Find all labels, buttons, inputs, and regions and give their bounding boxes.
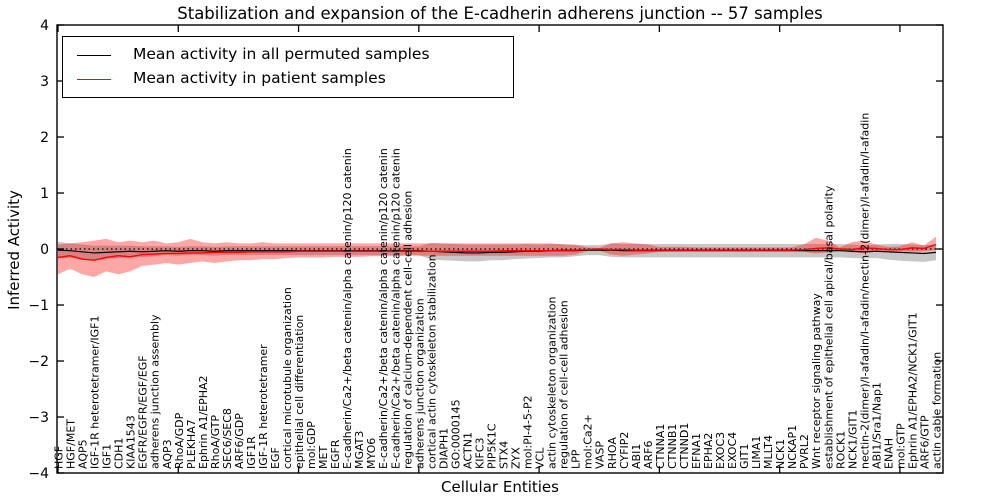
- x-tick-label: NCK1: [774, 439, 787, 469]
- x-tick-label: ARF6: [642, 441, 655, 470]
- x-tick-label: adherens junction assembly: [149, 314, 162, 469]
- x-tick-label: ARF6/GTP: [918, 415, 931, 469]
- chart-title: Stabilization and expansion of the E-cad…: [177, 4, 823, 23]
- x-tick-label: EGFR/EGFR/EGF/EGF: [137, 355, 150, 469]
- x-tick-label: HGF/MET: [65, 419, 78, 469]
- x-tick-label: MET: [317, 446, 330, 469]
- x-tick-label: PVRL2: [798, 434, 811, 469]
- x-tick-label: ZYX: [510, 447, 523, 469]
- x-tick-label: ABI1/Sra1/Nap1: [870, 382, 883, 469]
- y-tick-label: −4: [28, 466, 49, 482]
- x-tick-label: mol:PI-4-5-P2: [522, 395, 535, 469]
- x-tick-label: EXOC3: [714, 432, 727, 469]
- x-tick-label: AQP5: [77, 439, 90, 469]
- x-tick-label: mol:Ca2+: [582, 414, 595, 469]
- x-tick-label: establishment of epithelial cell apical/…: [822, 185, 835, 469]
- x-tick-label: MYO6: [365, 438, 378, 469]
- x-tick-label: ROCK1: [834, 431, 847, 469]
- x-tick-label: RHOA: [606, 437, 619, 469]
- x-tick-label: IGF-1R heterotetramer: [257, 344, 270, 469]
- legend-label-patient: Mean activity in patient samples: [133, 69, 386, 88]
- permuted-line-swatch: [77, 54, 111, 56]
- x-tick-label: RhoA/GTP: [209, 415, 222, 469]
- y-axis-label: Inferred Activity: [5, 190, 23, 310]
- y-tick-label: −3: [28, 410, 49, 426]
- x-tick-label: SEC6/SEC8: [221, 408, 234, 469]
- x-tick-label: mol:GDP: [305, 421, 318, 469]
- x-tick-label: Wnt receptor signaling pathway: [810, 293, 823, 469]
- x-tick-label: E-cadherin/Ca2+/beta catenin/alpha caten…: [341, 148, 354, 469]
- patient-mean-line: [57, 243, 937, 261]
- x-tick-label: mol:GTP: [894, 423, 907, 469]
- legend-row-patient: Mean activity in patient samples: [77, 71, 513, 87]
- x-tick-label: PIP5K1C: [485, 423, 498, 469]
- x-tick-label: adherens junction organization: [413, 298, 426, 469]
- x-axis-label: Cellular Entities: [441, 478, 559, 496]
- y-tick-label: 2: [40, 130, 49, 146]
- legend-label-permuted: Mean activity in all permuted samples: [133, 45, 430, 64]
- y-tick-label: 3: [40, 74, 49, 90]
- x-tick-label: LIMA1: [750, 436, 763, 469]
- x-tick-label: LPP: [570, 449, 583, 469]
- x-tick-label: Ephrin A1/EPHA2/NCK1/GIT1: [906, 312, 919, 469]
- x-tick-label: KIFC3: [473, 438, 486, 469]
- x-tick-label: EGF: [269, 447, 282, 469]
- x-tick-label: EPHA2: [702, 433, 715, 469]
- x-tick-label: actin cytoskeleton organization: [546, 297, 559, 469]
- x-tick-label: EXOC4: [726, 432, 739, 469]
- x-tick-label: IGF-1R heterotetramer/IGF1: [89, 316, 102, 470]
- y-tick-label: 1: [40, 186, 49, 202]
- x-tick-label: ARF6/GDP: [233, 413, 246, 469]
- x-tick-label: nectin-2(dimer)/I-afadin/I-afadin/nectin…: [858, 113, 871, 469]
- x-tick-label: MGAT3: [353, 431, 366, 469]
- x-tick-label: VASP: [594, 441, 607, 469]
- x-tick-label: CYFIP2: [618, 432, 631, 469]
- x-tick-label: CTNNA1: [654, 424, 667, 469]
- x-tick-label: GO:0000145: [449, 399, 462, 469]
- x-tick-label: KIAA1543: [125, 415, 138, 469]
- x-tick-label: CTNNB1: [666, 424, 679, 469]
- y-tick-label: 0: [40, 242, 49, 258]
- x-tick-label: HGF: [53, 446, 66, 469]
- x-tick-label: ENAH: [882, 438, 895, 469]
- x-tick-label: AQP3: [161, 439, 174, 469]
- y-tick-label: −1: [28, 298, 49, 314]
- x-tick-label: MLLT4: [762, 435, 775, 469]
- x-tick-label: actin cable formation: [931, 352, 944, 469]
- x-tick-label: EFNA1: [690, 433, 703, 469]
- x-tick-label: GIT1: [738, 444, 751, 470]
- legend: Mean activity in all permuted samples Me…: [62, 36, 514, 98]
- x-tick-label: NCK1/GIT1: [846, 410, 859, 469]
- x-tick-label: CDH1: [113, 438, 126, 469]
- x-tick-label: E-cadherin/Ca2+/beta catenin/alpha caten…: [377, 148, 390, 469]
- x-tick-label: ABI1: [630, 444, 643, 469]
- x-tick-label: epithelial cell differentiation: [293, 315, 306, 469]
- x-tick-label: Ephrin A1/EPHA2: [197, 375, 210, 469]
- x-tick-label: IGF1: [101, 444, 114, 469]
- x-tick-label: cortical actin cytoskeleton stabilizatio…: [425, 254, 438, 469]
- legend-row-permuted: Mean activity in all permuted samples: [77, 47, 513, 63]
- patient-band: [58, 236, 936, 277]
- x-tick-label: STX4: [498, 441, 511, 469]
- x-tick-label: NCKAP1: [786, 425, 799, 469]
- y-tick-label: 4: [40, 18, 49, 34]
- x-tick-label: ACTN1: [461, 432, 474, 469]
- x-tick-label: DIAPH1: [437, 428, 450, 469]
- x-tick-label: cortical microtubule organization: [281, 287, 294, 469]
- x-tick-label: PLEKHA7: [185, 419, 198, 469]
- x-tick-label: VCL: [534, 447, 547, 469]
- y-tick-label: −2: [28, 354, 49, 370]
- patient-line-swatch: [77, 78, 111, 80]
- x-tick-label: E-cadherin/Ca2+/beta catenin/alpha caten…: [389, 148, 402, 469]
- x-tick-label: IGF1R: [245, 436, 258, 469]
- x-tick-label: RhoA/GDP: [173, 412, 186, 469]
- x-tick-label: EGFR: [329, 439, 342, 469]
- x-tick-label: regulation of calcium-dependent cell-cel…: [401, 191, 414, 469]
- x-tick-label: regulation of cell-cell adhesion: [558, 300, 571, 469]
- x-tick-label: CTNND1: [678, 423, 691, 469]
